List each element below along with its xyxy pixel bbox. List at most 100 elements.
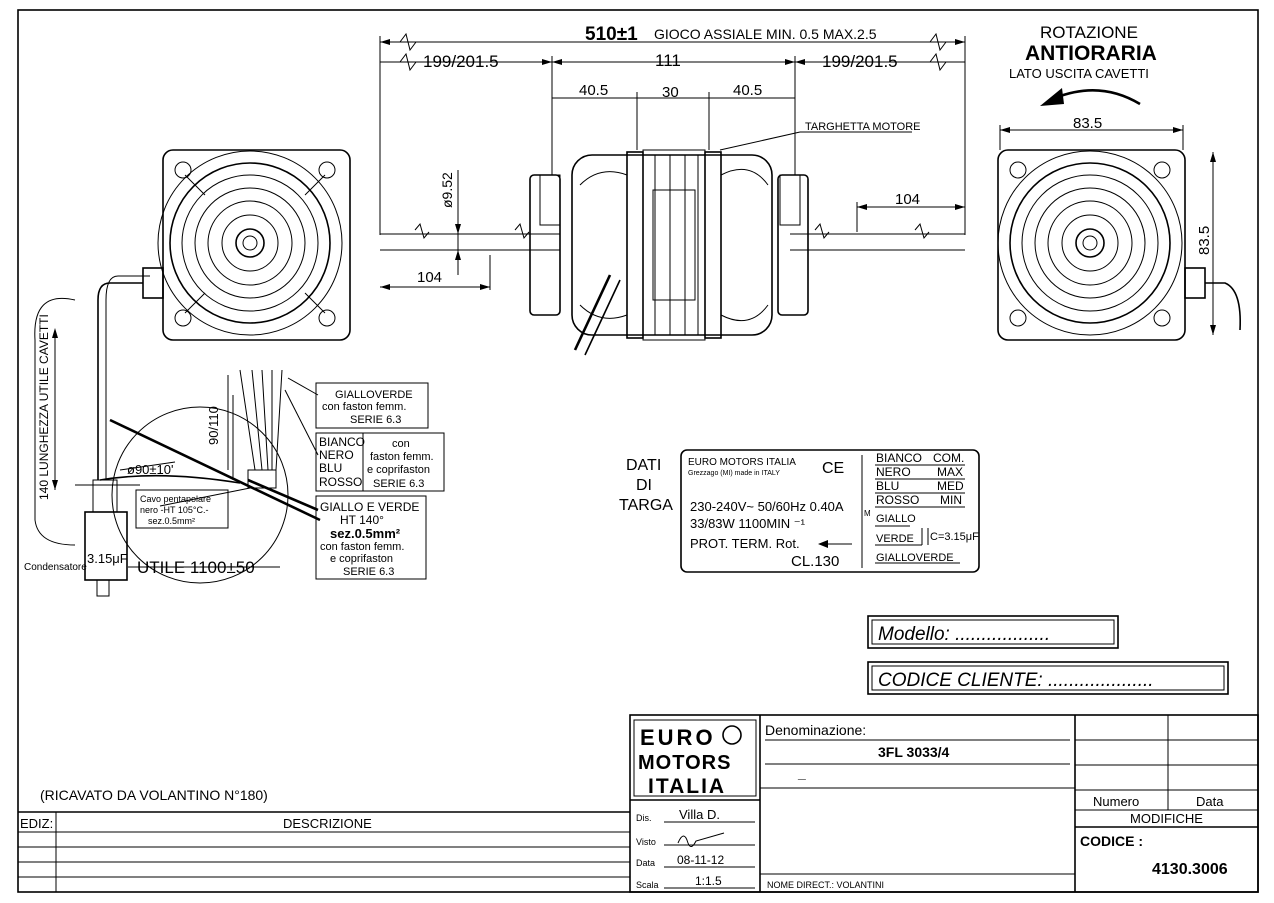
logo-line1: EURO bbox=[640, 725, 716, 750]
nameplate-line1: 230-240V~ 50/60Hz 0.40A bbox=[690, 499, 844, 514]
nome-direct: NOME DIRECT.: VOLANTINI bbox=[767, 880, 884, 890]
di-label: DI bbox=[636, 477, 652, 494]
box1-line2: con faston femm. bbox=[322, 401, 406, 413]
capacitor-value: 3.15μF bbox=[87, 551, 128, 566]
revision-table bbox=[18, 811, 630, 892]
codice-cliente-field bbox=[867, 661, 1229, 695]
ediz-header: EDIZ: bbox=[20, 816, 53, 831]
box-giallo-verde bbox=[315, 495, 427, 580]
box2-left-1: BIANCO bbox=[319, 435, 365, 449]
wire-color-4: ROSSO bbox=[876, 493, 919, 507]
wire-fn-1: COM. bbox=[933, 451, 964, 465]
descrizione-header: DESCRIZIONE bbox=[283, 816, 372, 831]
nameplate-line2: 33/83W 1100MIN ⁻¹ bbox=[690, 516, 806, 531]
visto-label: Visto bbox=[636, 837, 656, 847]
scala-label: Scala bbox=[636, 880, 659, 890]
cable-note-1: Cavo pentapolare bbox=[140, 494, 211, 504]
wire-color-3: BLU bbox=[876, 479, 899, 493]
dim-seg-c: 40.5 bbox=[733, 82, 762, 99]
targa-label: TARGA bbox=[619, 497, 673, 514]
wiring-diagram bbox=[34, 297, 321, 597]
useful-lead: UTILE 1100±50 bbox=[137, 558, 255, 577]
dim-middle: 111 bbox=[655, 51, 681, 70]
dim-left-shaft: 199/201.5 bbox=[423, 52, 499, 71]
dim-right-shaft: 199/201.5 bbox=[822, 52, 898, 71]
source-note: (RICAVATO DA VOLANTINO N°180) bbox=[40, 787, 268, 803]
modello-text: Modello: .................. bbox=[878, 624, 1050, 645]
box2-left-3: BLU bbox=[319, 461, 342, 475]
dim-seg-b: 30 bbox=[662, 84, 679, 101]
data-value: 08-11-12 bbox=[677, 853, 724, 867]
dim-end-width: 83.5 bbox=[1073, 115, 1102, 132]
box3-line3: sez.0.5mm² bbox=[330, 526, 401, 541]
rotation-title: ROTAZIONE bbox=[1040, 23, 1138, 42]
wire-giallo: GIALLO bbox=[876, 513, 916, 525]
nameplate-madein: Grezzago (MI) made in ITALY bbox=[688, 470, 780, 477]
box-gialloverde bbox=[315, 382, 429, 429]
box2-right-4: SERIE 6.3 bbox=[373, 478, 424, 490]
logo-mark-icon bbox=[722, 725, 742, 745]
data-header: Data bbox=[1196, 794, 1224, 809]
ce-mark: CE bbox=[822, 460, 844, 477]
nameplate-label: TARGHETTA MOTORE bbox=[805, 121, 921, 133]
overall-length: 510±1 bbox=[585, 24, 638, 45]
bend-dia: ø90±10' bbox=[127, 462, 173, 477]
dim-end-height: 83.5 bbox=[1196, 226, 1213, 255]
denominazione-dash: _ bbox=[797, 765, 806, 781]
rotation-side: LATO USCITA CAVETTI bbox=[1009, 66, 1149, 81]
dis-value: Villa D. bbox=[679, 807, 720, 822]
nameplate-m: M bbox=[864, 509, 871, 518]
box-color-leads bbox=[315, 432, 445, 492]
cable-note-2: nero -HT 105°C.- bbox=[140, 505, 208, 515]
dati-label: DATI bbox=[626, 457, 661, 474]
box3-line5: e coprifaston bbox=[330, 553, 393, 565]
dim-right-flat: 104 bbox=[895, 191, 920, 208]
capacitor-rating: C=3.15μF bbox=[930, 531, 979, 543]
box2-left-2: NERO bbox=[319, 448, 354, 462]
numero-header: Numero bbox=[1093, 794, 1139, 809]
motor-side-view bbox=[380, 131, 965, 356]
box2-right-1: con bbox=[392, 438, 410, 450]
dim-left-flat: 104 bbox=[417, 269, 442, 286]
codice-cliente-text: CODICE CLIENTE: .................... bbox=[878, 670, 1154, 691]
denominazione-value: 3FL 3033/4 bbox=[878, 744, 950, 760]
logo-line2: MOTORS bbox=[638, 752, 731, 774]
modello-field bbox=[867, 615, 1119, 649]
data-label: Data bbox=[636, 858, 655, 868]
wire-fn-4: MIN bbox=[940, 493, 962, 507]
dim-shaft-dia: ø9.52 bbox=[439, 172, 455, 208]
nameplate-line4: CL.130 bbox=[791, 553, 839, 570]
box2-right-2: faston femm. bbox=[370, 451, 434, 463]
cable-note-box bbox=[135, 489, 229, 529]
box2-right-3: e coprifaston bbox=[367, 464, 430, 476]
scala-value: 1:1.5 bbox=[695, 874, 722, 888]
top-dimensions bbox=[379, 32, 966, 235]
wire-gialloverde: GIALLOVERDE bbox=[876, 552, 954, 564]
signature-icon bbox=[677, 832, 725, 847]
rotation-arrow-icon bbox=[1054, 89, 1141, 106]
nameplate-company: EURO MOTORS ITALIA bbox=[688, 457, 796, 468]
dim-seg-a: 40.5 bbox=[579, 82, 608, 99]
logo-line3: ITALIA bbox=[648, 775, 726, 798]
box3-line2: HT 140° bbox=[340, 513, 384, 527]
box1-line3: SERIE 6.3 bbox=[350, 414, 401, 426]
title-block-grid bbox=[629, 714, 1259, 893]
right-end-view bbox=[997, 125, 1242, 341]
box2-left-4: ROSSO bbox=[319, 475, 362, 489]
wire-verde: VERDE bbox=[876, 533, 914, 545]
dis-label: Dis. bbox=[636, 813, 652, 823]
lead-length: 90/110 bbox=[206, 406, 221, 445]
box1-line1: GIALLOVERDE bbox=[335, 389, 413, 401]
wire-fn-2: MAX bbox=[937, 465, 963, 479]
rotation-direction: ANTIORARIA bbox=[1025, 42, 1157, 65]
wire-color-1: BIANCO bbox=[876, 451, 922, 465]
codice-value: 4130.3006 bbox=[1152, 861, 1228, 878]
axial-play: GIOCO ASSIALE MIN. 0.5 MAX.2.5 bbox=[654, 26, 877, 42]
box3-line6: SERIE 6.3 bbox=[343, 566, 394, 578]
capacitor-label: Condensatore bbox=[24, 562, 87, 573]
box3-line1: GIALLO E VERDE bbox=[320, 500, 419, 514]
left-end-view bbox=[97, 149, 351, 480]
nameplate-line3: PROT. TERM. Rot. bbox=[690, 536, 800, 551]
box3-line4: con faston femm. bbox=[320, 541, 404, 553]
cable-note-3: sez.0.5mm² bbox=[148, 516, 195, 526]
